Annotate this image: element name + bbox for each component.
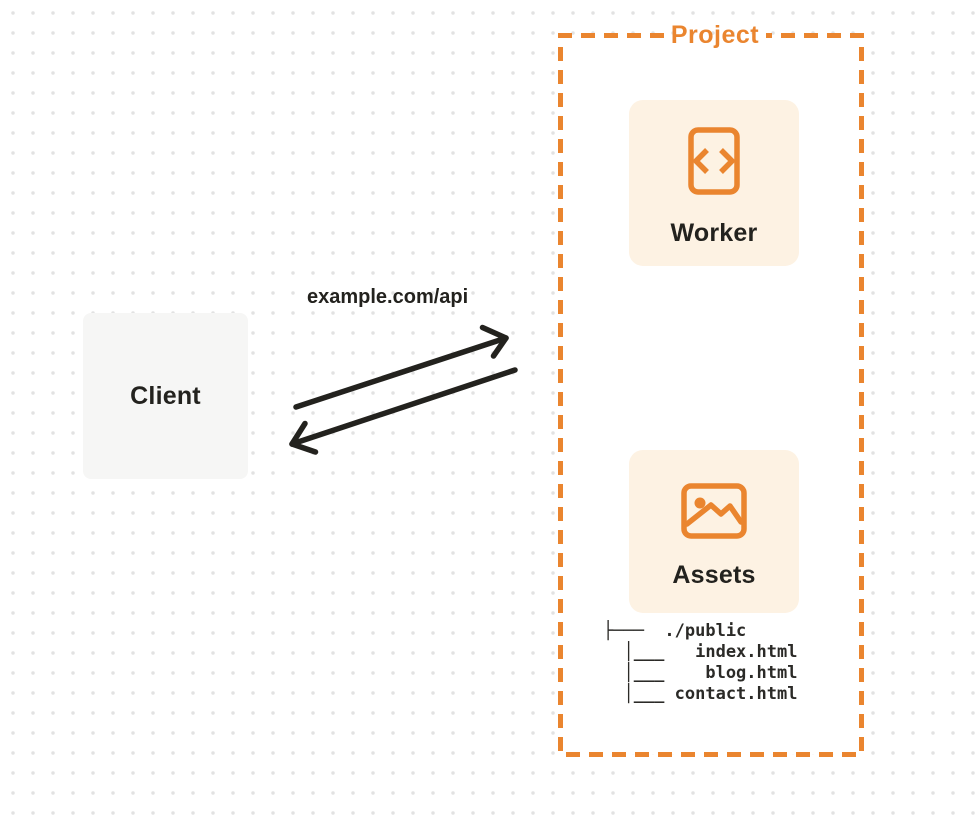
client-label: Client: [130, 381, 201, 410]
worker-label: Worker: [670, 219, 758, 247]
image-icon: [681, 483, 747, 539]
tree-line-public: ├─── ./public: [603, 621, 747, 641]
assets-node: Assets: [629, 450, 799, 613]
request-url-label: example.com/api: [307, 286, 469, 308]
worker-node: Worker: [629, 100, 799, 266]
project-label: Project: [670, 21, 760, 49]
tree-line-blog: │___ blog.html: [603, 663, 798, 683]
tree-line-contact: │___ contact.html: [603, 684, 798, 704]
assets-file-tree: ├─── ./public │___ index.html │___ blog.…: [603, 621, 797, 705]
code-file-icon: [688, 127, 740, 195]
client-node: Client: [83, 313, 248, 479]
request-arrow: [293, 324, 509, 410]
tree-line-index: │___ index.html: [603, 642, 798, 662]
assets-label: Assets: [672, 561, 756, 589]
response-arrow: [289, 367, 518, 455]
project-boundary: [558, 33, 864, 757]
